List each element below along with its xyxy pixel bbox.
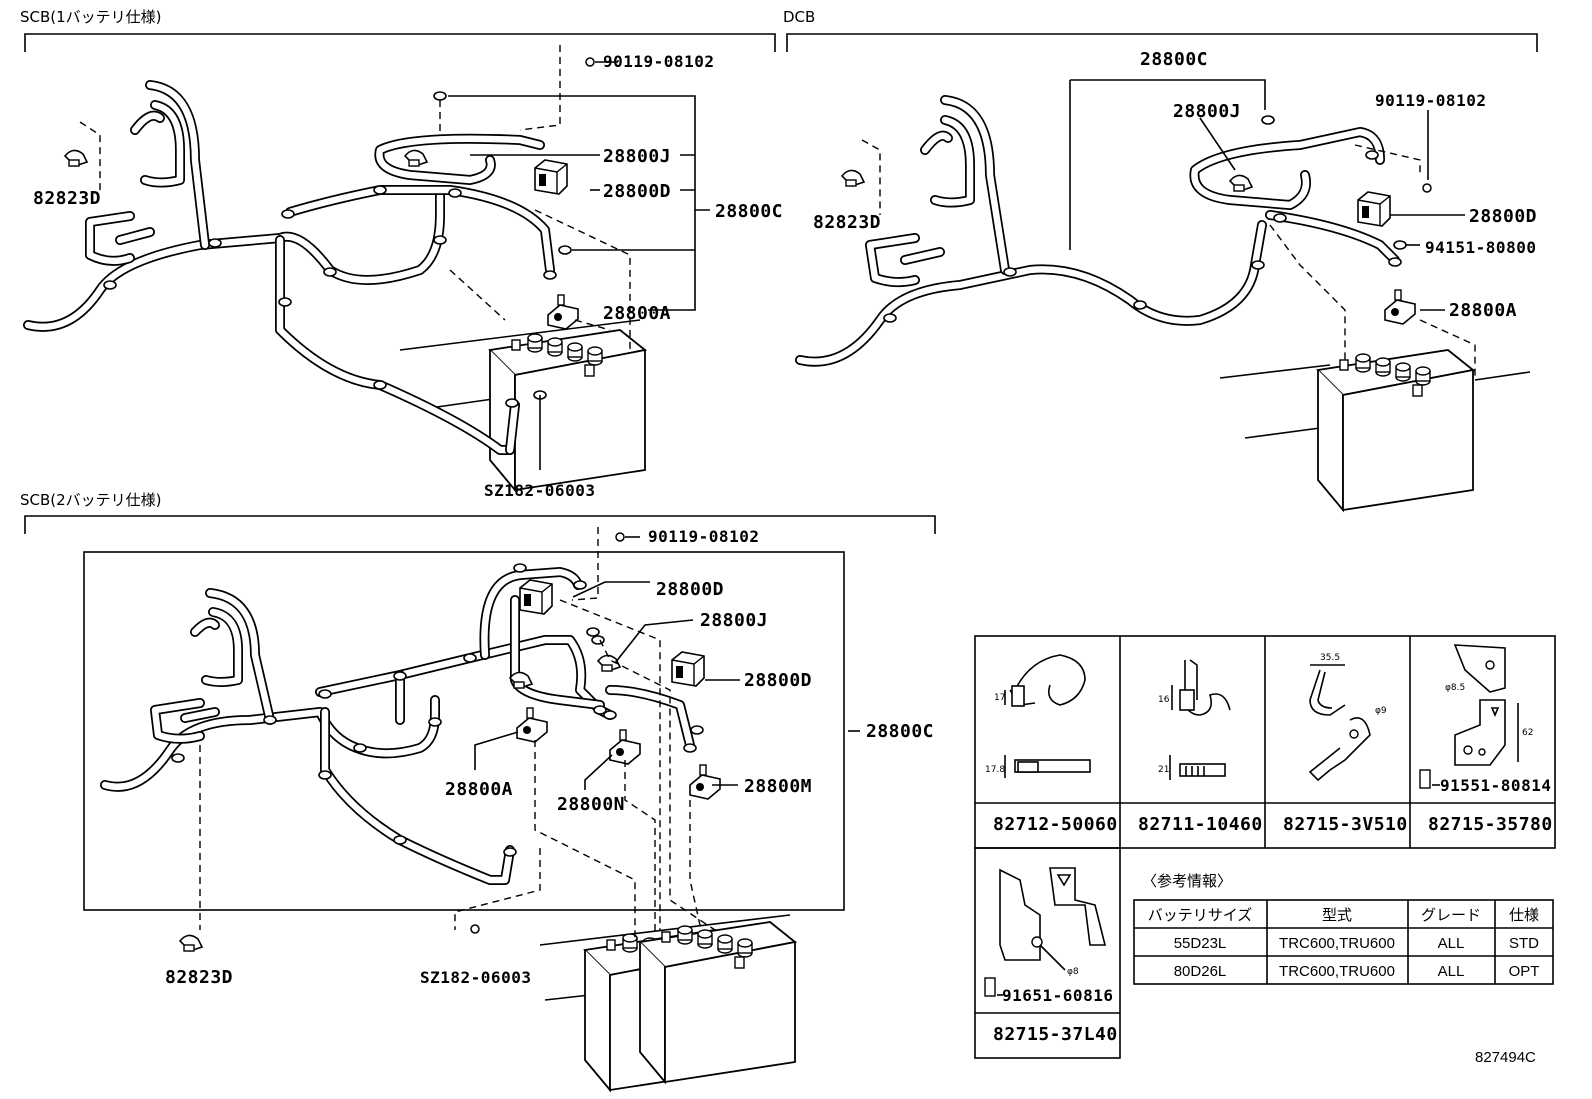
clip-82715-35780-sketch (1419, 644, 1519, 789)
dcb-callout-94151-80800: 94151-80800 (1425, 238, 1536, 257)
clip5-part-number: 82715-37L40 (993, 1024, 1118, 1045)
scb1-harness-drawing (23, 45, 710, 491)
ref-row2-model: TRC600,TRU600 (1279, 963, 1395, 980)
scb2-callout-28800a: 28800A (445, 779, 513, 800)
scb2-callout-28800d-top: 28800D (656, 579, 724, 600)
scb2-callout-28800d-right: 28800D (744, 670, 812, 691)
ref-row1-size: 55D23L (1174, 935, 1227, 952)
ref-row1-grade: ALL (1438, 935, 1465, 952)
section-title-dcb: DCB (783, 8, 815, 26)
clip2-dim-a: 16 (1158, 695, 1170, 705)
scb1-callout-28800j: 28800J (603, 146, 671, 167)
clip4-dim-b: 62 (1522, 728, 1533, 738)
clip3-dim-a: 35.5 (1320, 653, 1340, 663)
clip-82715-37L40-sketch (984, 867, 1107, 997)
scb2-harness-drawing (83, 527, 860, 1091)
clip4-dim-a: φ8.5 (1445, 683, 1465, 693)
ref-row2-spec: OPT (1509, 963, 1540, 980)
scb2-callout-28800m: 28800M (744, 776, 812, 797)
clip2-dim-b: 21 (1158, 765, 1169, 775)
ref-header-spec: 仕様 (1509, 907, 1539, 924)
ref-row2-grade: ALL (1438, 963, 1465, 980)
section-title-scb1: SCB(1バッテリ仕様) (20, 8, 162, 26)
dcb-harness-drawing (795, 79, 1531, 511)
clip3-dim-b: φ9 (1375, 706, 1387, 716)
scb2-callout-28800c: 28800C (866, 721, 934, 742)
scb2-callout-28800j: 28800J (700, 610, 768, 631)
scb2-bracket (24, 515, 936, 534)
dcb-callout-28800c: 28800C (1140, 49, 1208, 70)
scb2-callout-82823d: 82823D (165, 967, 233, 988)
clip-82711-10460-sketch (1169, 659, 1231, 780)
dcb-callout-28800a: 28800A (1449, 300, 1517, 321)
reference-title: 〈参考情報〉 (1142, 873, 1232, 890)
ref-header-battery-size: バッテリサイズ (1148, 907, 1253, 924)
clip5-bolt-91651-60816: 91651-60816 (1002, 986, 1113, 1005)
ref-header-model: 型式 (1322, 907, 1352, 924)
scb1-callout-90119-08102: 90119-08102 (603, 52, 714, 71)
clip-82712-50060-sketch (1004, 654, 1091, 778)
clip5-dim-a: φ8 (1067, 967, 1079, 977)
clip-82715-3V510-sketch (1308, 664, 1371, 782)
clip1-part-number: 82712-50060 (993, 814, 1118, 835)
dcb-callout-82823d: 82823D (813, 212, 881, 233)
clip4-bolt-91551-80814: 91551-80814 (1440, 776, 1551, 795)
scb1-callout-28800a: 28800A (603, 303, 671, 324)
ref-header-grade: グレード (1421, 907, 1481, 924)
ref-row2-size: 80D26L (1174, 963, 1227, 980)
section-title-scb2: SCB(2バッテリ仕様) (20, 491, 162, 509)
scb1-callout-28800c: 28800C (715, 201, 783, 222)
dcb-bracket (786, 33, 1538, 52)
clip3-part-number: 82715-3V510 (1283, 814, 1408, 835)
dcb-callout-90119-08102: 90119-08102 (1375, 91, 1486, 110)
scb1-bracket (24, 33, 776, 52)
clip1-dim-b: 17.8 (985, 765, 1005, 775)
scb1-callout-28800d: 28800D (603, 181, 671, 202)
scb1-callout-sz182-06003: SZ182-06003 (484, 481, 595, 500)
scb2-callout-90119-08102: 90119-08102 (648, 527, 759, 546)
scb2-callout-sz182-06003: SZ182-06003 (420, 968, 531, 987)
figure-code: 827494C (1475, 1049, 1536, 1066)
scb1-callout-82823d: 82823D (33, 188, 101, 209)
reference-table (1133, 899, 1554, 985)
clip-table: 17 17.8 16 21 35.5 φ9 (974, 635, 1556, 1059)
scb2-callout-28800n: 28800N (557, 794, 625, 815)
ref-row1-spec: STD (1509, 935, 1539, 952)
clip4-part-number: 82715-35780 (1428, 814, 1553, 835)
clip2-part-number: 82711-10460 (1138, 814, 1263, 835)
dcb-callout-28800d: 28800D (1469, 206, 1537, 227)
dcb-callout-28800j: 28800J (1173, 101, 1241, 122)
ref-row1-model: TRC600,TRU600 (1279, 935, 1395, 952)
clip1-dim-a: 17 (994, 693, 1005, 703)
